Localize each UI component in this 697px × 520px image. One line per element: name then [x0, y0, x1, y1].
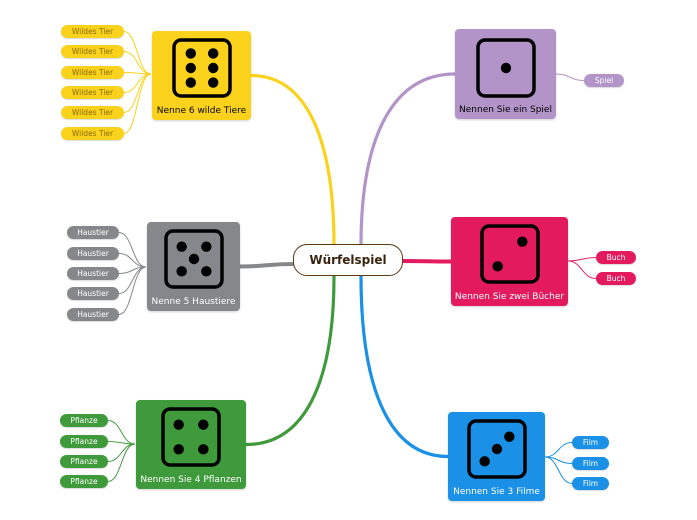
child-connector-haustiere-4 — [118, 266, 147, 315]
subtopic-pill-pflanzen[interactable]: Pflanze — [60, 435, 108, 448]
branch-connector-pflanzen — [244, 274, 336, 447]
subtopic-pill-filme[interactable]: Film — [572, 436, 609, 449]
topic-label-tiere: Nenne 6 wilde Tiere — [156, 106, 247, 116]
topic-card-spiel[interactable]: Nennen Sie ein Spiel — [455, 29, 556, 119]
topic-label-haustiere: Nenne 5 Haustiere — [151, 297, 236, 307]
child-connector-haustiere-1 — [118, 253, 147, 268]
child-connector-filme-2 — [544, 456, 573, 484]
topic-card-filme[interactable]: Nennen Sie 3 Filme — [448, 412, 545, 501]
subtopic-pill-haustiere[interactable]: Haustier — [67, 226, 119, 239]
child-connector-spiel-0 — [555, 73, 585, 81]
child-connector-pflanzen-3 — [107, 443, 136, 482]
subtopic-pill-haustiere[interactable]: Haustier — [67, 287, 119, 300]
child-connector-pflanzen-0 — [107, 420, 136, 445]
child-connector-tiere-1 — [123, 51, 152, 75]
dice-1-icon — [475, 38, 536, 98]
dice-2-icon — [479, 224, 540, 284]
dice-4-icon — [161, 407, 221, 467]
child-connector-tiere-0 — [123, 31, 152, 75]
subtopic-pill-tiere[interactable]: Wildes Tier — [61, 86, 124, 99]
branch-connector-spiel — [359, 72, 457, 248]
child-connector-buecher-1 — [567, 260, 597, 279]
child-connector-pflanzen-2 — [107, 443, 136, 462]
topic-label-buecher: Nennen Sie zwei Bücher — [454, 292, 565, 302]
child-connector-buecher-0 — [567, 257, 597, 262]
subtopic-pill-haustiere[interactable]: Haustier — [67, 247, 119, 260]
topic-card-buecher[interactable]: Nennen Sie zwei Bücher — [451, 217, 568, 306]
child-connector-filme-0 — [544, 442, 573, 458]
topic-label-spiel: Nennen Sie ein Spiel — [459, 105, 552, 115]
subtopic-pill-tiere[interactable]: Wildes Tier — [61, 127, 124, 140]
child-connector-tiere-4 — [123, 73, 152, 113]
dice-6-icon — [171, 38, 232, 98]
subtopic-pill-tiere[interactable]: Wildes Tier — [61, 66, 124, 79]
child-connector-tiere-5 — [123, 73, 152, 134]
subtopic-pill-filme[interactable]: Film — [572, 477, 609, 490]
subtopic-pill-haustiere[interactable]: Haustier — [67, 267, 119, 280]
branch-connector-filme — [359, 274, 450, 459]
subtopic-pill-spiel[interactable]: Spiel — [584, 74, 624, 87]
subtopic-pill-buecher[interactable]: Buch — [596, 251, 636, 264]
subtopic-pill-tiere[interactable]: Wildes Tier — [61, 45, 124, 58]
subtopic-pill-filme[interactable]: Film — [572, 457, 609, 470]
topic-label-pflanzen: Nennen Sie 4 Pflanzen — [140, 475, 242, 485]
subtopic-pill-pflanzen[interactable]: Pflanze — [60, 455, 108, 468]
subtopic-pill-pflanzen[interactable]: Pflanze — [60, 414, 108, 427]
subtopic-pill-tiere[interactable]: Wildes Tier — [61, 106, 124, 119]
central-topic-label: Würfelspiel — [309, 253, 387, 267]
subtopic-pill-buecher[interactable]: Buch — [596, 272, 636, 285]
topic-card-haustiere[interactable]: Nenne 5 Haustiere — [147, 222, 240, 311]
subtopic-pill-tiere[interactable]: Wildes Tier — [61, 25, 124, 38]
child-connector-haustiere-0 — [118, 232, 147, 268]
branch-connector-haustiere — [238, 262, 295, 269]
topic-label-filme: Nennen Sie 3 Filme — [453, 487, 540, 497]
dice-3-icon — [466, 419, 527, 479]
branch-connector-tiere — [249, 73, 336, 248]
topic-card-tiere[interactable]: Nenne 6 wilde Tiere — [152, 31, 251, 120]
dice-5-icon — [163, 229, 224, 289]
central-topic[interactable]: Würfelspiel — [293, 244, 403, 276]
subtopic-pill-pflanzen[interactable]: Pflanze — [60, 475, 108, 488]
topic-card-pflanzen[interactable]: Nennen Sie 4 Pflanzen — [136, 400, 246, 489]
subtopic-pill-haustiere[interactable]: Haustier — [67, 308, 119, 321]
branch-connector-buecher — [401, 259, 453, 264]
